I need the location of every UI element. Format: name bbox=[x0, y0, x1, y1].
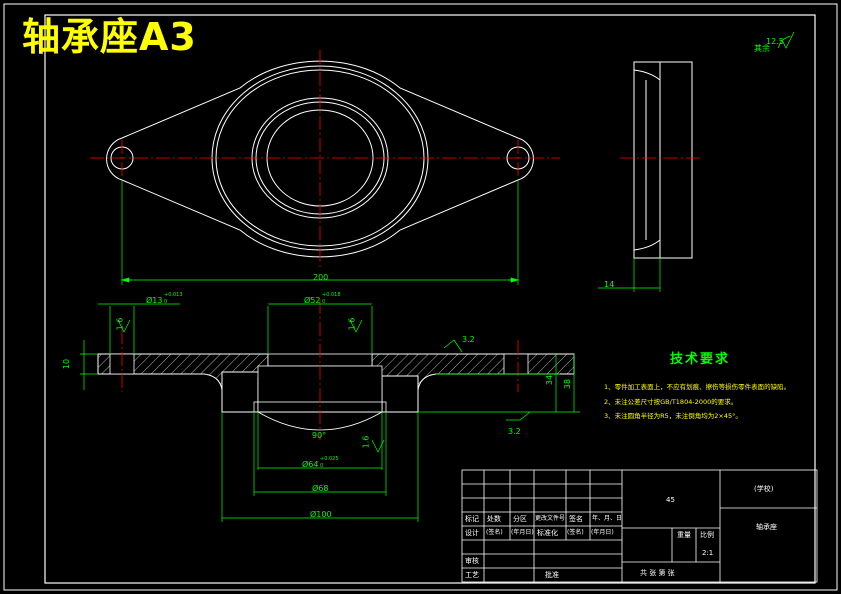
dim-height-b: 38 bbox=[563, 378, 573, 390]
section-view bbox=[97, 353, 575, 431]
tb-material: 45 bbox=[666, 496, 675, 504]
title-block bbox=[461, 469, 818, 583]
tb-scale: 2:1 bbox=[702, 549, 714, 557]
tb-row-4: 签名 bbox=[569, 515, 583, 523]
side-view-dims bbox=[598, 258, 661, 292]
dim-angle: 90° bbox=[312, 431, 327, 440]
dim-bore-dia: Ø52 bbox=[304, 296, 321, 305]
roughness-symbol bbox=[777, 31, 795, 49]
dim-side-thickness: 14 bbox=[604, 280, 615, 289]
tb-row-5: 年、月、日 bbox=[592, 515, 623, 522]
roughness-bore: 1.6 bbox=[347, 317, 357, 331]
dim-inner-tol-upper: +0.025 bbox=[320, 456, 339, 462]
dim-bore-tol-lower: 0 bbox=[322, 299, 326, 305]
top-view-dims bbox=[120, 180, 520, 285]
tech-req-item-2: 2、未注公差尺寸按GB/T1804-2000的要求。 bbox=[604, 398, 738, 406]
tb-weight-label: 重量 bbox=[677, 531, 691, 539]
dim-68: Ø68 bbox=[312, 484, 329, 493]
tb-process: 工艺 bbox=[465, 571, 479, 579]
tb-design-0: 设计 bbox=[465, 529, 479, 537]
dim-flange-thk: 10 bbox=[62, 358, 72, 370]
tb-row-1: 处数 bbox=[487, 515, 501, 523]
roughness-note: 其余 bbox=[754, 44, 770, 53]
drawing-title: 轴承座A3 bbox=[22, 15, 197, 59]
tb-design-1: (签名) bbox=[486, 529, 503, 536]
tech-req-item-3: 3、未注圆角半径为R5，未注倒角均为2×45°。 bbox=[604, 412, 742, 420]
dim-hole-tol-upper: +0.013 bbox=[164, 292, 183, 298]
section-centerlines bbox=[121, 300, 519, 440]
tb-sheets: 共 张 第 张 bbox=[640, 569, 675, 577]
side-view bbox=[633, 61, 693, 259]
tech-req-title: 技术要求 bbox=[670, 352, 731, 367]
outer-border bbox=[3, 3, 838, 591]
dim-100: Ø100 bbox=[310, 510, 332, 519]
tb-row-2: 分区 bbox=[513, 515, 527, 523]
dim-bore-tol-upper: +0.018 bbox=[322, 292, 341, 298]
tech-req-item-1: 1、零件加工表面上，不应有划痕、擦伤等损伤零件表面的缺陷。 bbox=[604, 383, 791, 391]
dim-hole-dia: Ø13 bbox=[146, 296, 163, 305]
tb-school: (学校) bbox=[754, 485, 774, 493]
roughness-inner: 1.6 bbox=[361, 435, 371, 449]
top-view-centerlines bbox=[90, 50, 560, 268]
dim-overall-length: 200 bbox=[313, 273, 329, 282]
section-dims bbox=[80, 303, 580, 522]
dim-inner-tol-lower: 0 bbox=[320, 463, 324, 469]
tb-design-4: (签名) bbox=[567, 529, 584, 536]
dim-hole-tol-lower: 0 bbox=[164, 299, 168, 305]
tb-part-name: 轴承座 bbox=[756, 523, 777, 531]
roughness-hole: 1.6 bbox=[115, 317, 125, 331]
dim-inner-dia: Ø64 bbox=[302, 460, 319, 469]
roughness-top: 3.2 bbox=[462, 335, 475, 344]
tb-row-3: 更改文件号 bbox=[535, 515, 566, 522]
roughness-bottom: 3.2 bbox=[508, 427, 521, 436]
tb-design-3: 标准化 bbox=[537, 529, 558, 537]
roughness-value: 12.5 bbox=[766, 37, 784, 46]
tb-review: 审核 bbox=[465, 557, 479, 565]
tb-row-0: 标记 bbox=[465, 515, 479, 523]
tb-approve: 批准 bbox=[545, 571, 559, 579]
tb-scale-label: 比例 bbox=[700, 531, 714, 539]
dim-height-a: 34 bbox=[545, 374, 555, 386]
tb-design-2: (年月日) bbox=[511, 529, 534, 536]
tb-design-5: (年月日) bbox=[591, 529, 614, 536]
inner-border bbox=[44, 14, 816, 584]
